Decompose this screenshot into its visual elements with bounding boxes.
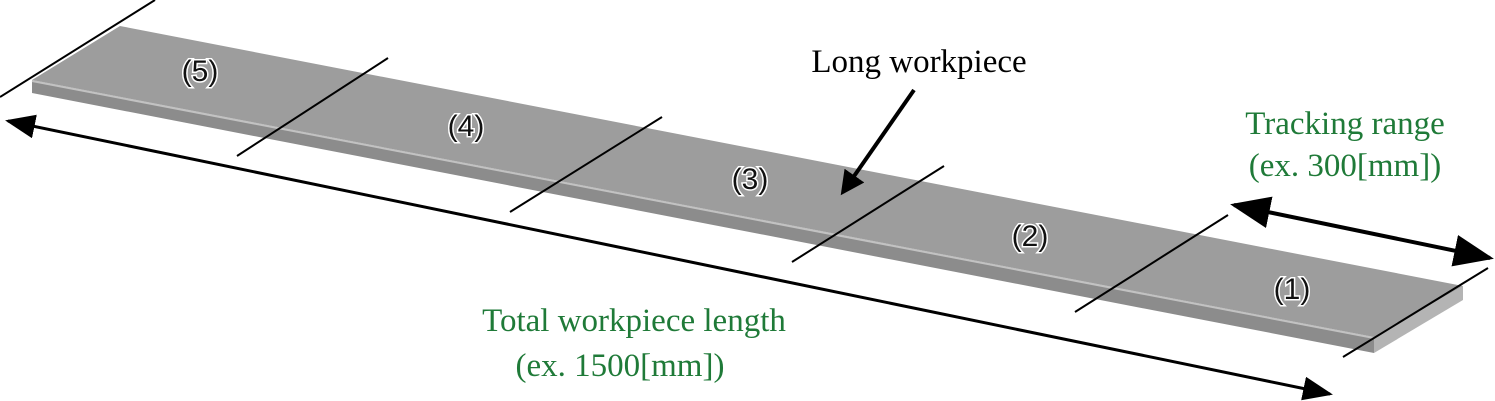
tracking-range-example: (ex. 300[mm]) [1249, 148, 1441, 184]
divider-line [1342, 267, 1489, 358]
pointer-arrow [840, 88, 916, 196]
tracking-range-arrow [1230, 196, 1494, 267]
segment-label-3: (3) [732, 163, 769, 196]
long-workpiece-label: Long workpiece [811, 44, 1026, 80]
divider-line [0, 0, 156, 98]
total-length-label: Total workpiece length [482, 303, 786, 339]
workpiece-end-face [1374, 286, 1463, 353]
total-length-arrow [5, 114, 1333, 401]
segment-label-4: (4) [448, 110, 485, 143]
segment-label-5: (5) [182, 55, 219, 88]
total-length-example: (ex. 1500[mm]) [516, 348, 725, 384]
tracking-range-label: Tracking range [1245, 106, 1444, 142]
segment-label-2: (2) [1012, 220, 1049, 253]
segment-label-1: (1) [1274, 273, 1311, 306]
workpiece-edge-highlight [31, 80, 1375, 339]
